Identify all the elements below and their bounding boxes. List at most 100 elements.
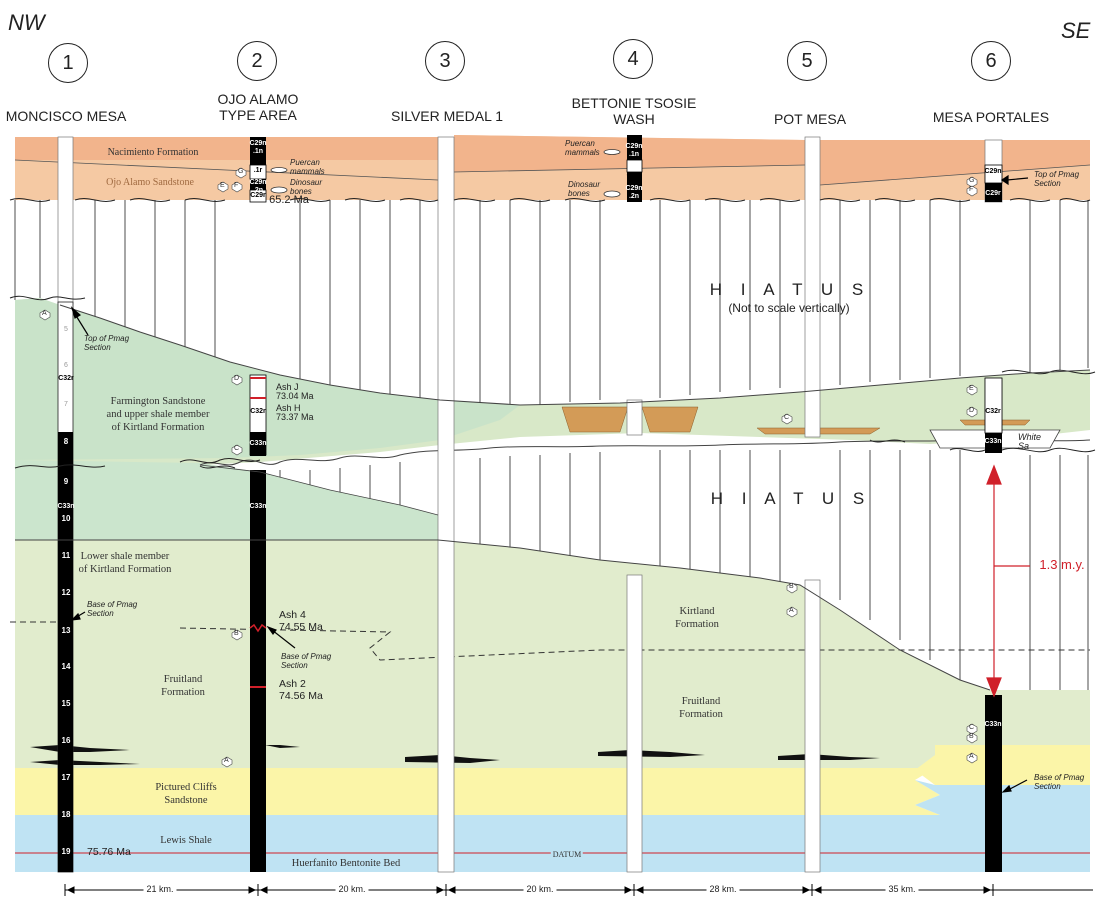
marker-c-5: C	[784, 414, 790, 421]
tick-16: 16	[61, 736, 71, 745]
base-pmag-1: Base of Pmag Section	[87, 600, 138, 618]
pictured-cliffs-label: Pictured Cliffs Sandstone	[155, 782, 217, 806]
lewis-shale-label: Lewis Shale	[160, 835, 212, 846]
tick-11: 11	[61, 551, 71, 560]
gap-label: 1.3 m.y.	[1039, 557, 1085, 572]
chron-c33n-2b: C33n	[249, 503, 267, 510]
tick-15: 15	[61, 699, 71, 708]
top-pmag-1: Top of Pmag Section	[84, 334, 130, 352]
marker-e-6: E	[969, 385, 974, 392]
tick-9: 9	[63, 477, 69, 486]
base-pmag-2: Base of Pmag Section	[281, 652, 332, 670]
tick-6: 6	[64, 362, 68, 369]
section-6-number: 6	[971, 41, 1011, 81]
gap-arrow	[986, 464, 1030, 698]
distance-5-6: 35 km.	[885, 884, 919, 894]
tick-19: 19	[61, 847, 71, 856]
section-2-name: OJO ALAMO TYPE AREA	[217, 91, 299, 123]
fruitland-right-label: Fruitland Formation	[679, 696, 723, 720]
tick-13: 13	[61, 626, 71, 635]
hex-markers	[39, 167, 978, 768]
chron-c29n-1r-4: C29n .1r	[626, 173, 642, 187]
marker-a-6: A	[969, 753, 974, 760]
se-label: SE	[1061, 18, 1091, 43]
chron-c33n-6b: C33n	[984, 721, 1002, 728]
marker-b-5: B	[789, 583, 794, 590]
farmington-label: Farmington Sandstone and upper shale mem…	[106, 396, 210, 433]
section-1-number: 1	[48, 43, 88, 83]
section-3-number: 3	[425, 41, 465, 81]
distance-bar	[64, 884, 1093, 896]
puercan-mammals-4: Puercan mammals	[565, 139, 600, 157]
distance-3-4: 20 km.	[523, 884, 557, 894]
chron-c29n-1n-2: C29n .1n	[249, 140, 267, 155]
chron-c33n-2a: C33n	[249, 440, 267, 447]
distance-4-5: 28 km.	[706, 884, 740, 894]
lewis-shale-unit	[15, 780, 1090, 872]
tick-18: 18	[61, 810, 71, 819]
age-65-label: 65.2 Ma	[269, 194, 309, 206]
chron-c32r-2: C32r	[250, 408, 266, 415]
section-3-name: SILVER MEDAL 1	[390, 108, 504, 124]
marker-g-2: G	[238, 168, 244, 175]
chron-c29n-2n-2: C29n .2n	[249, 179, 267, 194]
puercan-mammals-2: Puercan mammals	[290, 158, 325, 176]
section-5-number: 5	[787, 41, 827, 81]
fruitland-left-label: Fruitland Formation	[161, 674, 205, 698]
lower-shale-label: Lower shale member of Kirtland Formation	[78, 551, 172, 575]
age-7576-label: 75.76 Ma	[87, 846, 131, 858]
datum-label: DATUM	[550, 848, 584, 861]
tick-17: 17	[61, 773, 71, 782]
huerfanito-label: Huerfanito Bentonite Bed	[291, 858, 401, 869]
pictured-cliffs-unit	[15, 768, 940, 815]
marker-g-6: G	[969, 177, 975, 184]
chron-c29r-2: C29r	[250, 192, 266, 199]
chron-c32r-6: C32r	[985, 408, 1001, 415]
hiatus-upper-label: H I A T U S	[709, 280, 871, 299]
section-2-number: 2	[237, 41, 277, 81]
ash-h-label: Ash H 73.37 Ma	[276, 403, 314, 422]
marker-d-2: D	[234, 375, 240, 382]
tick-12: 12	[61, 588, 71, 597]
hiatus-lower-top	[199, 439, 1091, 466]
chron-c29r-6: C29r	[985, 190, 1001, 197]
marker-a-1: A	[42, 310, 47, 317]
marker-f-6: F	[969, 186, 974, 193]
distance-1-2: 21 km.	[143, 884, 177, 894]
section-5-name: POT MESA	[773, 111, 847, 127]
tick-5: 5	[64, 326, 68, 333]
chron-c29n-2n-4: C29n .2n	[625, 185, 643, 200]
chron-c29n-1n-4: C29n .1n	[625, 143, 643, 158]
tick-14: 14	[61, 662, 71, 671]
base-pmag-6: Base of Pmag Section	[1034, 773, 1085, 791]
white-sa-label: White Sa	[1018, 432, 1042, 451]
distance-2-3: 20 km.	[335, 884, 369, 894]
ash-j-label: Ash J 73.04 Ma	[276, 382, 314, 401]
top-pmag-6: Top of Pmag Section	[1034, 170, 1080, 188]
ojo-alamo-label: Ojo Alamo Sandstone	[106, 177, 194, 188]
section-6-name: MESA PORTALES	[932, 109, 1050, 125]
chron-c29n-1r-2: .1r	[253, 167, 263, 174]
nacimiento-label: Nacimiento Formation	[107, 147, 199, 158]
marker-c-2: C	[234, 445, 240, 452]
hiatus-upper-note: (Not to scale vertically)	[728, 301, 850, 315]
chron-c29n-6: C29n	[984, 168, 1002, 175]
nw-label: NW	[8, 10, 45, 35]
chron-c33n-1: C33n	[57, 503, 75, 510]
marker-b-2: B	[234, 630, 239, 637]
section-1-name: MONCISCO MESA	[5, 108, 127, 124]
tick-10: 10	[61, 514, 71, 523]
kirtland-right-label: Kirtland Formation	[675, 606, 719, 630]
farmington-darker	[15, 298, 520, 460]
marker-b-6: B	[969, 733, 974, 740]
fruitland-unit	[15, 540, 1090, 768]
dinosaur-bones-4: Dinosaur bones	[568, 180, 601, 198]
ash-4-label: Ash 4 74.55 Ma	[279, 609, 323, 633]
section-4-number: 4	[613, 39, 653, 79]
dinosaur-bones-2: Dinosaur bones	[290, 178, 323, 196]
marker-f-2: F	[234, 182, 239, 189]
section-4-name: BETTONIE TSOSIE WASH	[571, 95, 697, 127]
marker-a-5: A	[789, 607, 794, 614]
lower-shale-unit	[15, 460, 438, 540]
